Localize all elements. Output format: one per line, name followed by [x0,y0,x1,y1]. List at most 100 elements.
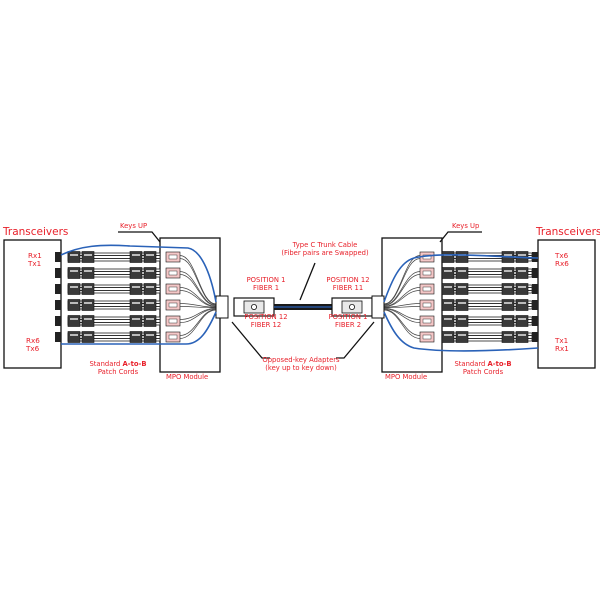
right-patch-cord-1-boot-4-mark [518,254,526,256]
right-patch-cord-2-boot-4 [515,267,529,279]
left-transceiver-box [3,239,62,369]
right-patch-cord-6-boot-2-mark [458,334,466,336]
left-patch-cord-6-port [55,332,61,342]
right-patch-cord-6-boot-4 [515,331,529,343]
right-bottom-pair: Tx1 Rx1 [555,336,569,354]
left-patch-cord-4-boot-2 [81,299,95,311]
left-patch-cord-5-boot-4-mark [146,318,154,320]
right-top-pair: Tx6 Rx6 [555,251,569,269]
left-patch-cord-5-boot-3-mark [132,318,140,320]
left-patch-cord-2-boot-1 [67,267,81,279]
left-patch-cords [55,251,181,343]
right-patch-cord-3-port [532,284,538,294]
right-position-bottom: POSITION 1 FIBER 2 [318,313,378,330]
right-fiber-route-top [383,254,539,303]
right-module-label: MPO Module [385,373,428,381]
right-patch-cord-3-boot-2 [455,283,469,295]
left-patch-cord-6-boot-4-mark [146,334,154,336]
left-patch-cord-3-boot-3 [129,283,143,295]
right-patch-cord-4-boot-2-mark [458,302,466,304]
right-patch-cord-3-boot-4 [515,283,529,295]
left-mpo-connector [215,295,229,319]
right-fanout-fiber-10 [383,308,421,323]
right-keys-pointer [439,231,482,243]
left-patch-cord-1-boot-4-mark [146,254,154,256]
left-patch-cord-1-boot-3 [129,251,143,263]
left-patch-cord-6-boot-3-mark [132,334,140,336]
left-patch-cord-1-port [55,252,61,262]
right-patch-cord-2-boot-2-mark [458,270,466,272]
right-fanout-fiber-3 [383,271,421,306]
left-fanout-fiber-7 [179,303,217,308]
left-patch-cord-2-boot-3 [129,267,143,279]
right-patch-cord-2-boot-2 [455,267,469,279]
right-top-pair-line1: Tx6 [555,251,569,260]
right-patch-cord-4-module-port-inner [422,302,432,308]
right-patch-cord-1-port [532,252,538,262]
left-patch-cord-2-boot-2-mark [84,270,92,272]
left-patch-cord-5-boot-1-mark [70,318,78,320]
left-patch-cord-1-boot-3-mark [132,254,140,256]
right-patch-cord-2-boot-3-mark [504,270,512,272]
adapters-label-line2: (key up to key down) [265,363,337,372]
right-bottom-pair-line2: Rx1 [555,344,569,354]
left-transceivers-title: Transceivers [3,226,69,238]
left-patch-cord-2-port [55,268,61,278]
right-cords-label: Standard A-to-B Patch Cords [447,360,519,377]
right-patch-cord-5-boot-1 [441,315,455,327]
right-patch-cord-1-boot-2 [455,251,469,263]
right-adapter-key [348,303,355,310]
left-patch-cord-4-boot-4-mark [146,302,154,304]
left-patch-cord-4-port [55,300,61,310]
left-patch-cord-1-boot-1-mark [70,254,78,256]
right-patch-cord-5-boot-3-mark [504,318,512,320]
right-transceivers-title: Transceivers [536,226,600,238]
left-patch-cord-6-boot-1 [67,331,81,343]
right-patch-cord-3-boot-3 [501,283,515,295]
left-fiber-route-bottom [61,311,217,345]
left-patch-cord-2-boot-4 [143,267,157,279]
right-fanout-fiber-4 [383,274,421,306]
left-fanout-fiber-9 [179,308,217,320]
right-patch-cord-4-port [532,300,538,310]
right-patch-cord-4-boot-2 [455,299,469,311]
left-cords-label-line2: Patch Cords [97,367,139,376]
right-position-top-line1: POSITION 12 [326,276,370,284]
left-patch-cord-1-module-port-inner [168,254,178,260]
left-top-pair: Rx1 Tx1 [28,251,42,269]
left-patch-cord-4-module-port-inner [168,302,178,308]
left-module-label: MPO Module [166,373,209,381]
right-patch-cord-6-boot-4-mark [518,334,526,336]
right-patch-cord-4-boot-4-mark [518,302,526,304]
right-position-top: POSITION 12 FIBER 11 [318,276,378,293]
left-patch-cord-5-port [55,316,61,326]
left-patch-cord-4-boot-3-mark [132,302,140,304]
right-fiber-route-bottom [383,311,539,352]
right-top-pair-line2: Rx6 [555,259,569,269]
right-patch-cord-4-boot-4 [515,299,529,311]
trunk-cable-label-line2: (Fiber pairs are Swapped) [281,248,369,257]
left-bottom-pair-line2: Tx6 [26,344,40,354]
trunk-cable-label: Type C Trunk Cable (Fiber pairs are Swap… [270,241,380,258]
left-fiber-route-top [60,244,217,303]
right-fanout-fiber-5 [383,287,421,307]
right-patch-cord-3-boot-1 [441,283,455,295]
right-patch-cord-3-boot-1-mark [444,286,452,288]
left-fanout-fiber-5 [179,287,217,307]
right-position-top-line2: FIBER 11 [332,283,364,292]
left-patch-cord-4-boot-4 [143,299,157,311]
right-fanout-fiber-7 [383,303,421,308]
right-fanout-fiber-9 [383,308,421,320]
right-patch-cord-4-boot-1 [441,299,455,311]
right-patch-cord-2-boot-1-mark [444,270,452,272]
right-patch-cord-6-boot-1 [441,331,455,343]
right-patch-cord-2-boot-4-mark [518,270,526,272]
adapters-pointer-right [336,321,375,359]
right-patch-cord-5-boot-4-mark [518,318,526,320]
left-patch-cord-5-module-port-inner [168,318,178,324]
right-patch-cord-2-boot-3 [501,267,515,279]
left-fanout-fiber-6 [179,290,217,308]
left-patch-cord-1-boot-2 [81,251,95,263]
right-patch-cord-6-port [532,332,538,342]
